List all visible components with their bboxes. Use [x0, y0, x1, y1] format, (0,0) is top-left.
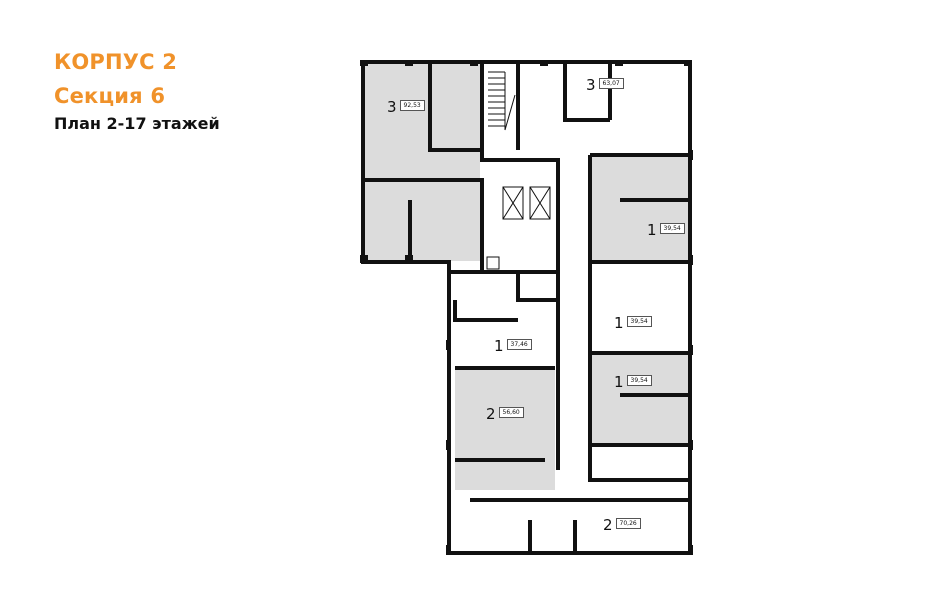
apartment-area: 39,54	[626, 316, 652, 327]
apartment-rooms: 2	[486, 405, 496, 423]
apartment-area: 39,54	[659, 223, 685, 234]
apartment-rooms: 2	[603, 516, 613, 534]
apartment-area: 92,53	[399, 100, 425, 111]
elevator-icon	[529, 186, 551, 220]
apartment-rooms: 1	[614, 373, 624, 391]
apartment-rooms: 1	[647, 221, 657, 239]
apartment-area: 56,60	[498, 407, 524, 418]
elevator-icon	[502, 186, 524, 220]
apartment-area: 70,26	[615, 518, 641, 529]
apartment-label[interactable]: 2 56,60	[486, 407, 524, 422]
apartment-label[interactable]: 1 39,54	[647, 223, 685, 238]
apartment-fill-3-92	[364, 63, 480, 261]
apartment-label[interactable]: 1 39,54	[614, 316, 652, 331]
apartment-rooms: 1	[494, 337, 504, 355]
apartment-area: 37,46	[506, 339, 532, 350]
apartment-label[interactable]: 1 37,46	[494, 339, 532, 354]
apartment-label[interactable]: 1 39,54	[614, 375, 652, 390]
apartment-area: 63,07	[598, 78, 624, 89]
stairs-icon	[488, 71, 516, 131]
apartment-fill-1-c	[590, 353, 689, 445]
apartment-fill-1-a	[590, 157, 689, 262]
apartment-label[interactable]: 3 92,53	[387, 100, 425, 115]
apartment-rooms: 3	[387, 98, 397, 116]
section-title: Секция 6	[54, 84, 166, 108]
apartment-rooms: 1	[614, 314, 624, 332]
building-title: КОРПУС 2	[54, 50, 178, 74]
apartment-rooms: 3	[586, 76, 596, 94]
apartment-label[interactable]: 2 70,26	[603, 518, 641, 533]
apartment-label[interactable]: 3 63,07	[586, 78, 624, 93]
wheelchair-icon	[486, 256, 500, 270]
apartment-fill-2-56	[455, 370, 555, 490]
apartment-area: 39,54	[626, 375, 652, 386]
plan-subtitle: План 2-17 этажей	[54, 114, 220, 133]
